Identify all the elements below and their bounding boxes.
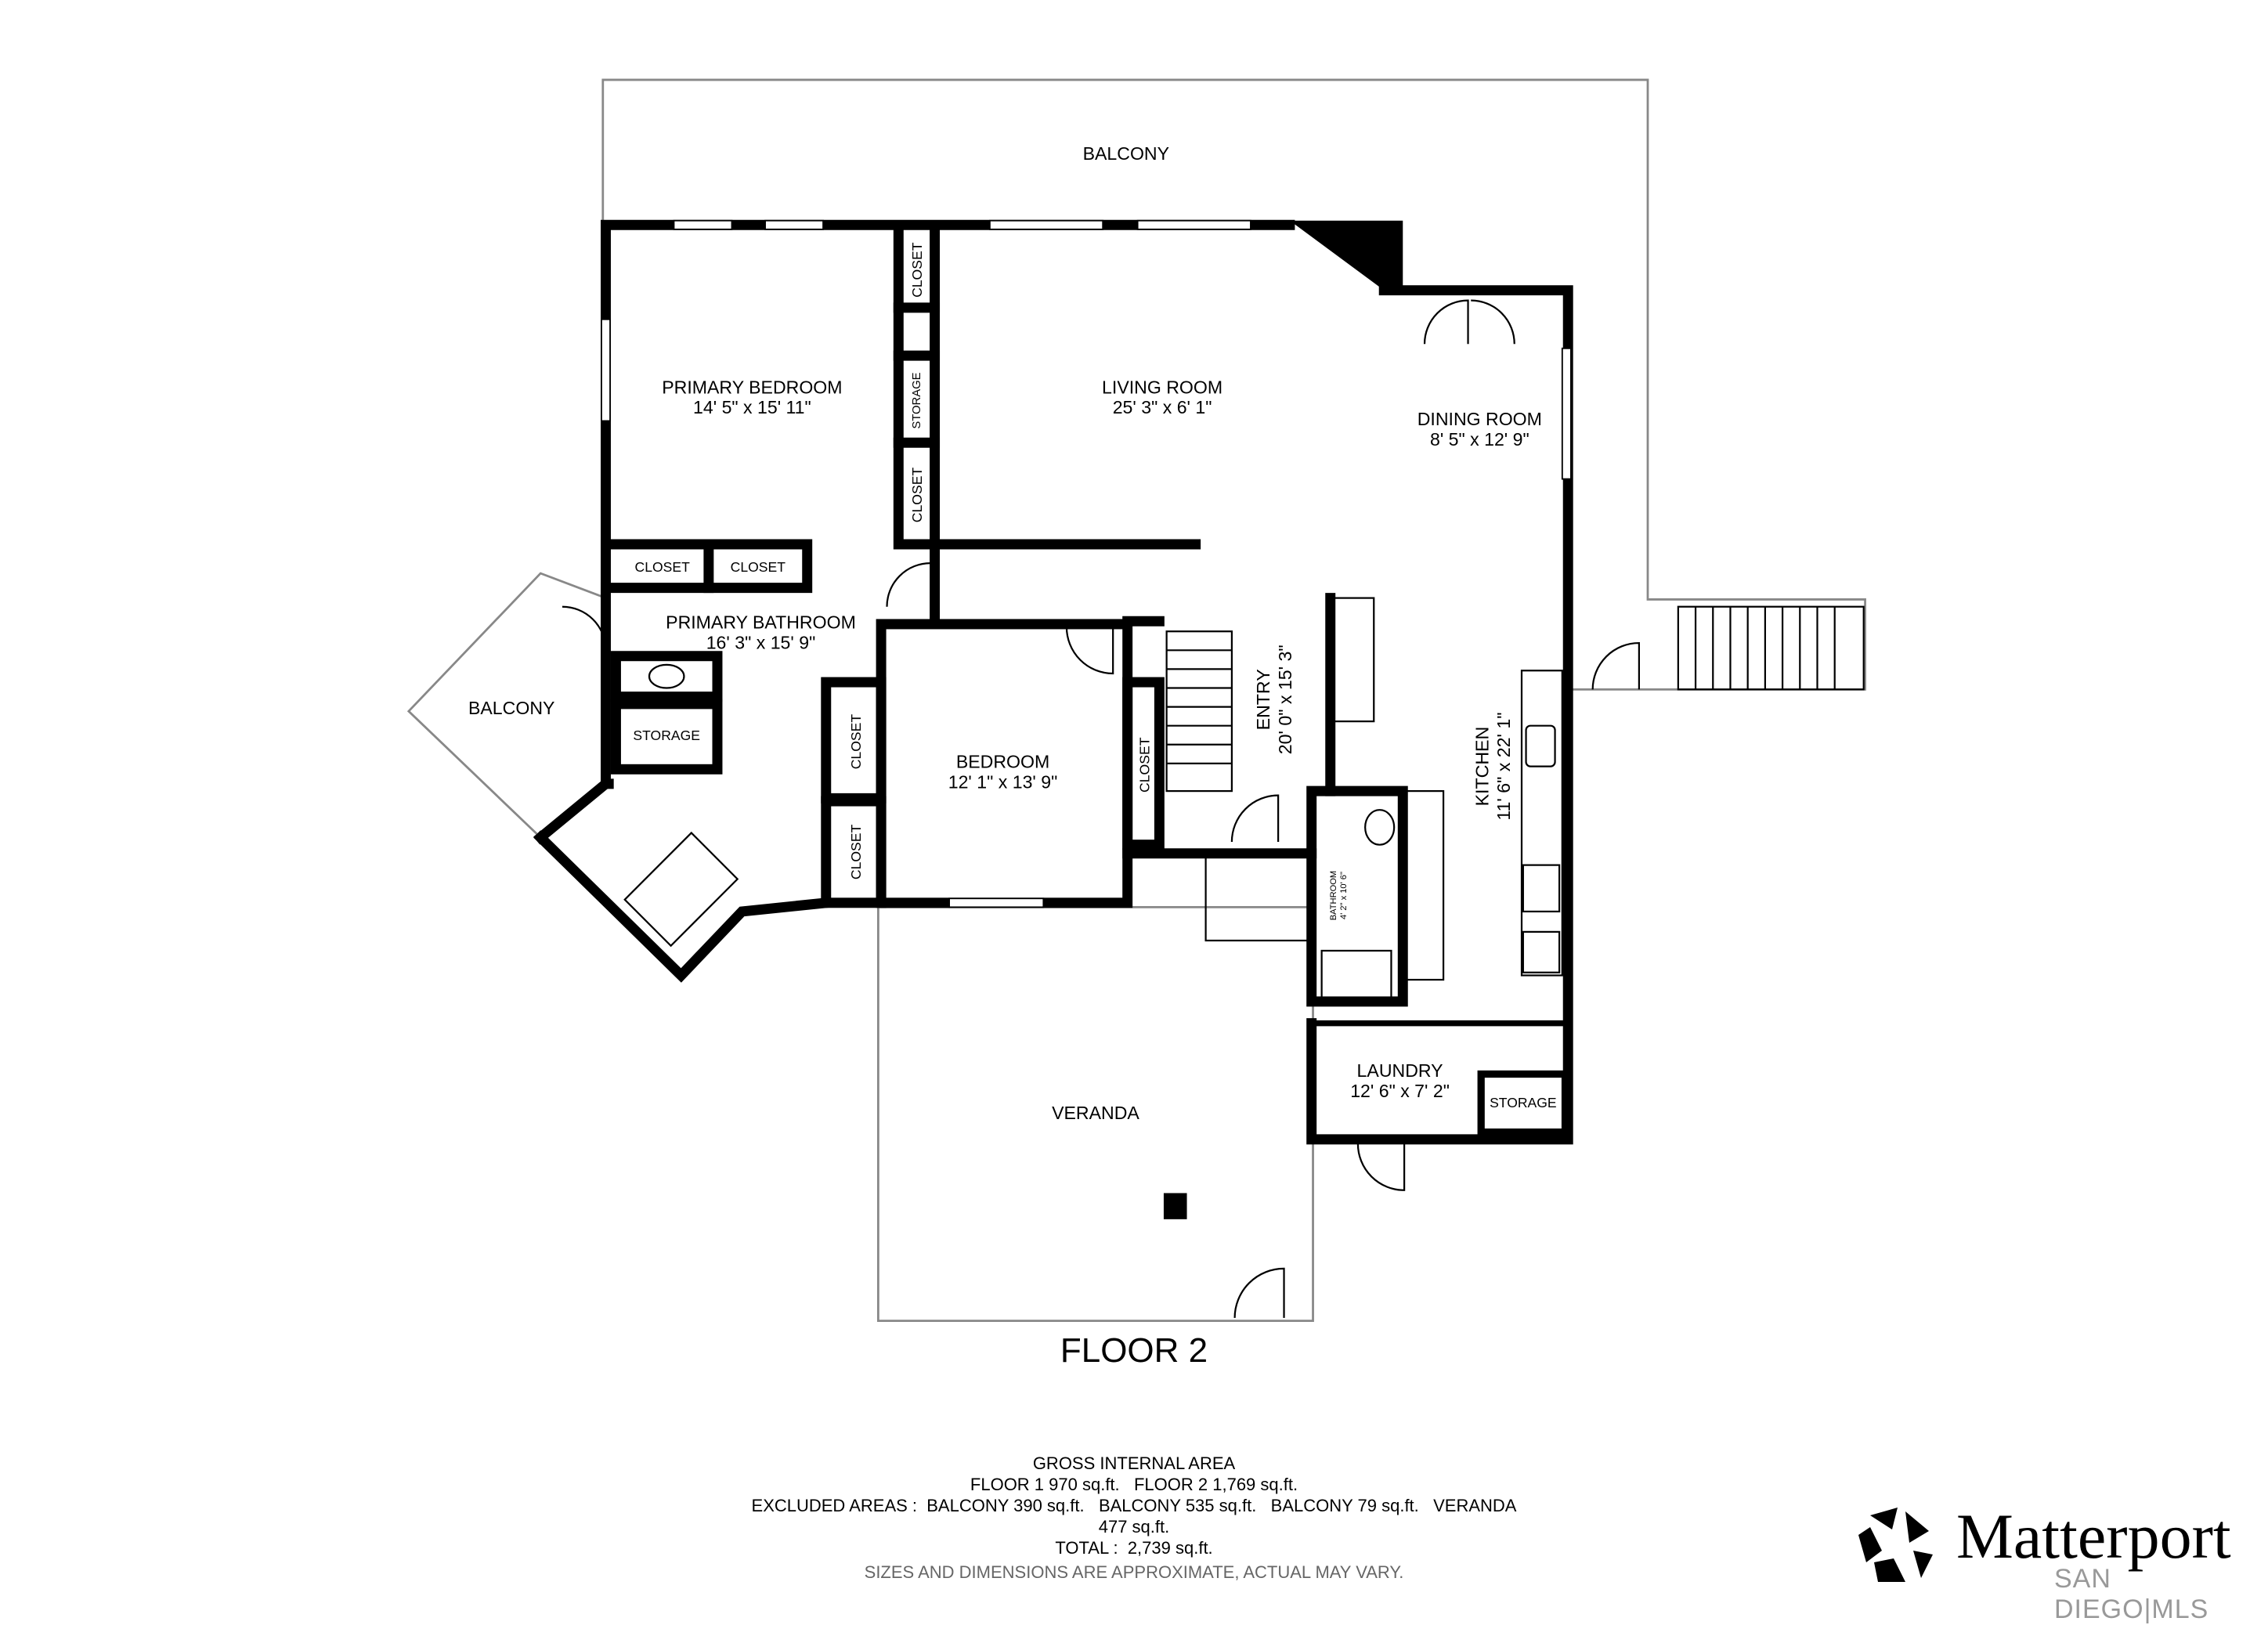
closet-label: CLOSET <box>848 824 864 879</box>
storage-label: STORAGE <box>633 728 700 743</box>
logo-brand: Matterport <box>1956 1500 2231 1572</box>
bedroom-label: BEDROOM <box>956 751 1049 771</box>
bathroom-dims: 4' 2" x 10' 6" <box>1339 872 1349 919</box>
dining-room-label: DINING ROOM <box>1418 409 1542 429</box>
entry-label: ENTRY <box>1253 669 1273 730</box>
closet-label: CLOSET <box>635 559 691 575</box>
logo-sub: SAN DIEGO|MLS <box>2054 1564 2209 1624</box>
primary-bathroom-label: PRIMARY BATHROOM <box>666 612 856 633</box>
primary-bedroom-dims: 14' 5" x 15' 11" <box>693 397 811 417</box>
veranda-label: VERANDA <box>1052 1103 1139 1123</box>
dining-room-dims: 8' 5" x 12' 9" <box>1430 429 1529 450</box>
exterior-stairs <box>1677 605 1865 691</box>
matterport-logo-icon <box>1858 1508 1933 1582</box>
area-excluded-cont: 477 sq.ft. <box>1098 1517 1170 1537</box>
balcony-outline <box>601 78 1866 691</box>
laundry-dims: 12' 6" x 7' 2" <box>1350 1081 1450 1101</box>
area-total: TOTAL : 2,739 sq.ft. <box>1055 1538 1213 1558</box>
balcony-left-outline <box>406 572 606 839</box>
closet-label: CLOSET <box>909 242 925 298</box>
closet-label: CLOSET <box>848 714 864 770</box>
fixtures <box>623 597 1563 1219</box>
living-room-label: LIVING ROOM <box>1102 377 1222 397</box>
closet-label: CLOSET <box>1136 737 1152 793</box>
primary-bedroom-label: PRIMARY BEDROOM <box>662 377 842 397</box>
balcony-top-label: BALCONY <box>1083 143 1169 164</box>
area-heading: GROSS INTERNAL AREA <box>1032 1453 1236 1473</box>
bathroom-label: BATHROOM <box>1329 871 1338 920</box>
matterport-logo: Matterport SAN DIEGO|MLS <box>1854 1500 2262 1624</box>
disclaimer: SIZES AND DIMENSIONS ARE APPROXIMATE, AC… <box>864 1562 1404 1582</box>
doors <box>562 299 1641 1318</box>
balcony-left-label: BALCONY <box>468 698 554 718</box>
kitchen-dims: 11' 6" x 22' 1" <box>1493 713 1514 821</box>
area-summary: GROSS INTERNAL AREA FLOOR 1 970 sq.ft. F… <box>0 1453 2268 1583</box>
area-floors: FLOOR 1 970 sq.ft. FLOOR 2 1,769 sq.ft. <box>970 1475 1298 1494</box>
floor-title: FLOOR 2 <box>1060 1331 1208 1370</box>
interior-stairs <box>1165 630 1233 793</box>
kitchen-label: KITCHEN <box>1472 727 1492 807</box>
closet-label: CLOSET <box>731 559 786 575</box>
bedroom-dims: 12' 1" x 13' 9" <box>948 771 1058 792</box>
storage-label: STORAGE <box>911 372 923 428</box>
primary-bathroom-dims: 16' 3" x 15' 9" <box>706 632 816 652</box>
laundry-storage-label: STORAGE <box>1490 1095 1557 1110</box>
walls <box>533 219 1573 1145</box>
laundry-label: LAUNDRY <box>1357 1060 1443 1081</box>
entry-dims: 20' 0" x 15' 3" <box>1275 645 1295 754</box>
living-room-dims: 25' 3" x 6' 1" <box>1113 397 1212 417</box>
closet-label: CLOSET <box>909 468 925 523</box>
area-excluded: EXCLUDED AREAS : BALCONY 390 sq.ft. BALC… <box>751 1496 1517 1515</box>
